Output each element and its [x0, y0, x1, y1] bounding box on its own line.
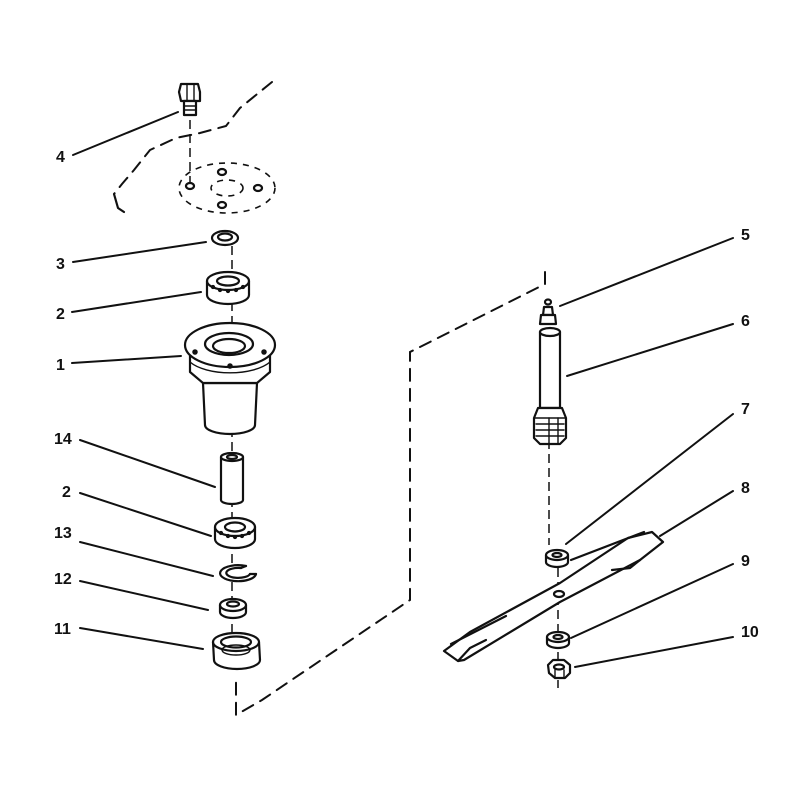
- callout-8: 8: [741, 480, 750, 497]
- part-5-grease-fitting: [538, 298, 558, 326]
- part-4-bolt: [177, 82, 202, 117]
- part-12-seal: [218, 597, 248, 620]
- leader-lines: [71, 111, 734, 668]
- callout-14: 14: [54, 431, 72, 448]
- part-1-spindle-housing: [183, 321, 277, 436]
- callout-7: 7: [741, 401, 750, 418]
- callout-4: 4: [56, 149, 65, 166]
- part-10-nut: [546, 658, 572, 680]
- callout-labels: 4 3 2 1 14 2 13 12 11 5 6 7 8 9 10: [54, 149, 759, 641]
- part-14-spacer-tube: [219, 451, 245, 506]
- callout-1: 1: [56, 357, 65, 374]
- part-8-blade: [442, 530, 665, 663]
- part-11-hub: [211, 631, 262, 671]
- part-13-snap-ring: [219, 564, 258, 583]
- part-7-washer: [544, 548, 570, 569]
- callout-3: 3: [56, 256, 65, 273]
- part-9-washer: [545, 630, 571, 650]
- assembly-connector-dashed: [235, 271, 546, 717]
- part-3-washer: [210, 229, 240, 247]
- callout-12: 12: [54, 571, 72, 588]
- part-2-lower-bearing: [213, 516, 257, 550]
- part-2-upper-bearing: [205, 270, 251, 306]
- callout-5: 5: [741, 227, 750, 244]
- callout-2-lower: 2: [62, 484, 71, 501]
- part-6-spindle-shaft: [532, 326, 568, 446]
- callout-11: 11: [54, 621, 71, 638]
- callout-10: 10: [741, 624, 759, 641]
- callout-2-upper: 2: [56, 306, 65, 323]
- callout-9: 9: [741, 553, 750, 570]
- callout-6: 6: [741, 313, 750, 330]
- deck-outline-dashed: [112, 81, 273, 214]
- callout-13: 13: [54, 525, 72, 542]
- mounting-plate-dashed: [178, 162, 276, 214]
